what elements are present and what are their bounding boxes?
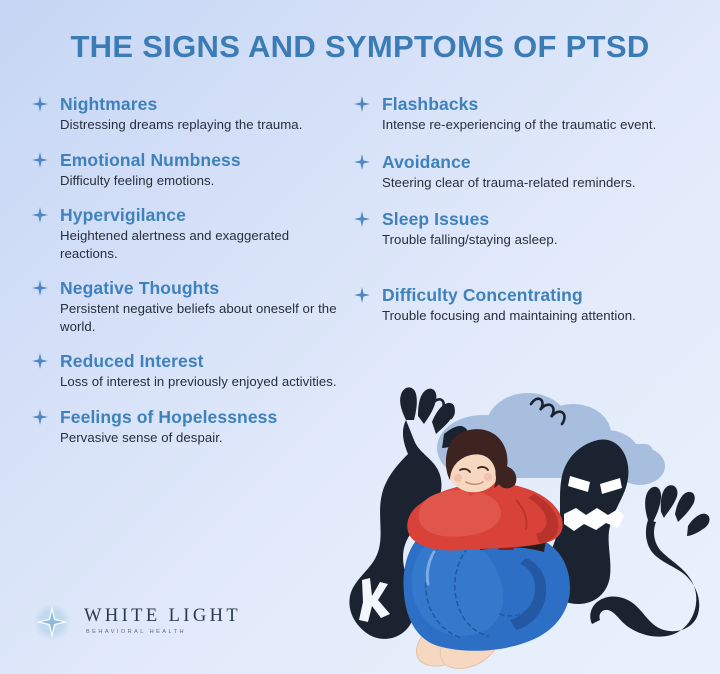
star-bullet-icon bbox=[354, 286, 370, 303]
symptom-item-negative-thoughts: Negative Thoughts Persistent negative be… bbox=[30, 278, 348, 335]
symptom-item-sleep-issues: Sleep Issues Trouble falling/staying asl… bbox=[352, 209, 704, 249]
brand-logo: WHITE LIGHT BEHAVIORAL HEALTH bbox=[32, 598, 247, 644]
star-bullet-icon bbox=[32, 408, 48, 425]
symptom-title: Flashbacks bbox=[382, 94, 479, 114]
symptom-desc: Difficulty feeling emotions. bbox=[60, 172, 215, 188]
symptom-item-flashbacks: Flashbacks Intense re-experiencing of th… bbox=[352, 94, 704, 134]
symptom-desc: Pervasive sense of despair. bbox=[60, 429, 223, 445]
star-bullet-icon bbox=[354, 211, 370, 227]
logo-subtitle: BEHAVIORAL HEALTH bbox=[86, 629, 186, 635]
symptom-columns: Nightmares Distressing dreams replaying … bbox=[0, 94, 720, 564]
woman-sweater bbox=[407, 482, 563, 551]
symptom-desc: Trouble falling/staying asleep. bbox=[382, 232, 558, 247]
star-bullet-icon bbox=[32, 207, 48, 223]
symptom-desc: Distressing dreams replaying the trauma. bbox=[60, 117, 303, 132]
symptom-item-nightmares: Nightmares Distressing dreams replaying … bbox=[30, 94, 348, 134]
star-bullet-icon bbox=[354, 153, 370, 170]
symptom-desc: Intense re-experiencing of the traumatic… bbox=[382, 117, 657, 132]
symptom-desc: Trouble focusing and maintaining attenti… bbox=[382, 307, 636, 323]
symptom-item-emotional-numbness: Emotional Numbness Difficulty feeling em… bbox=[30, 150, 348, 190]
symptom-title: Sleep Issues bbox=[382, 209, 490, 229]
symptom-item-reduced-interest: Reduced Interest Loss of interest in pre… bbox=[30, 351, 348, 391]
symptom-item-hypervigilance: Hypervigilance Heightened alertness and … bbox=[30, 205, 348, 262]
logo-star-glow-icon bbox=[33, 603, 71, 641]
logo-text-block: WHITE LIGHT BEHAVIORAL HEALTH bbox=[84, 606, 241, 637]
logo-name: WHITE LIGHT bbox=[84, 606, 242, 626]
symptom-item-difficulty-concentrating: Difficulty Concentrating Trouble focusin… bbox=[352, 285, 704, 325]
woman-jeans bbox=[403, 528, 570, 651]
symptom-column-left: Nightmares Distressing dreams replaying … bbox=[30, 94, 348, 460]
symptom-title: Difficulty Concentrating bbox=[382, 284, 583, 305]
squiggle-marks bbox=[421, 392, 566, 426]
star-bullet-icon bbox=[32, 353, 48, 369]
symptom-desc: Persistent negative beliefs about onesel… bbox=[60, 301, 337, 334]
woman-head bbox=[445, 429, 517, 493]
ptsd-illustration bbox=[348, 382, 720, 674]
monster-eyes bbox=[568, 476, 622, 494]
symptom-column-right: Flashbacks Intense re-experiencing of th… bbox=[352, 94, 704, 338]
symptom-desc: Steering clear of trauma-related reminde… bbox=[382, 174, 636, 190]
monster-teeth bbox=[564, 508, 624, 531]
star-bullet-icon bbox=[354, 96, 370, 112]
page-title: THE SIGNS AND SYMPTOMS OF PTSD bbox=[70, 29, 650, 64]
symptom-title: Avoidance bbox=[382, 151, 471, 172]
shadow-hand-right bbox=[590, 485, 710, 637]
symptom-title: Reduced Interest bbox=[60, 351, 204, 371]
symptom-desc: Loss of interest in previously enjoyed a… bbox=[60, 374, 337, 389]
symptom-title: Negative Thoughts bbox=[60, 278, 220, 298]
symptom-item-avoidance: Avoidance Steering clear of trauma-relat… bbox=[352, 152, 704, 192]
star-bullet-icon bbox=[32, 96, 48, 112]
star-bullet-icon bbox=[32, 151, 48, 168]
symptom-item-feelings-of-hopelessness: Feelings of Hopelessness Pervasive sense… bbox=[30, 407, 348, 447]
star-bullet-icon bbox=[32, 280, 48, 296]
symptom-title: Hypervigilance bbox=[60, 205, 186, 225]
shadow-figure-left bbox=[349, 387, 468, 639]
symptom-title: Emotional Numbness bbox=[60, 149, 241, 170]
shadow-left-highlights bbox=[359, 578, 390, 622]
symptom-title: Nightmares bbox=[60, 94, 158, 114]
symptom-desc: Heightened alertness and exaggerated rea… bbox=[60, 228, 290, 261]
illustration-svg bbox=[349, 387, 710, 669]
symptom-title: Feelings of Hopelessness bbox=[60, 406, 278, 427]
